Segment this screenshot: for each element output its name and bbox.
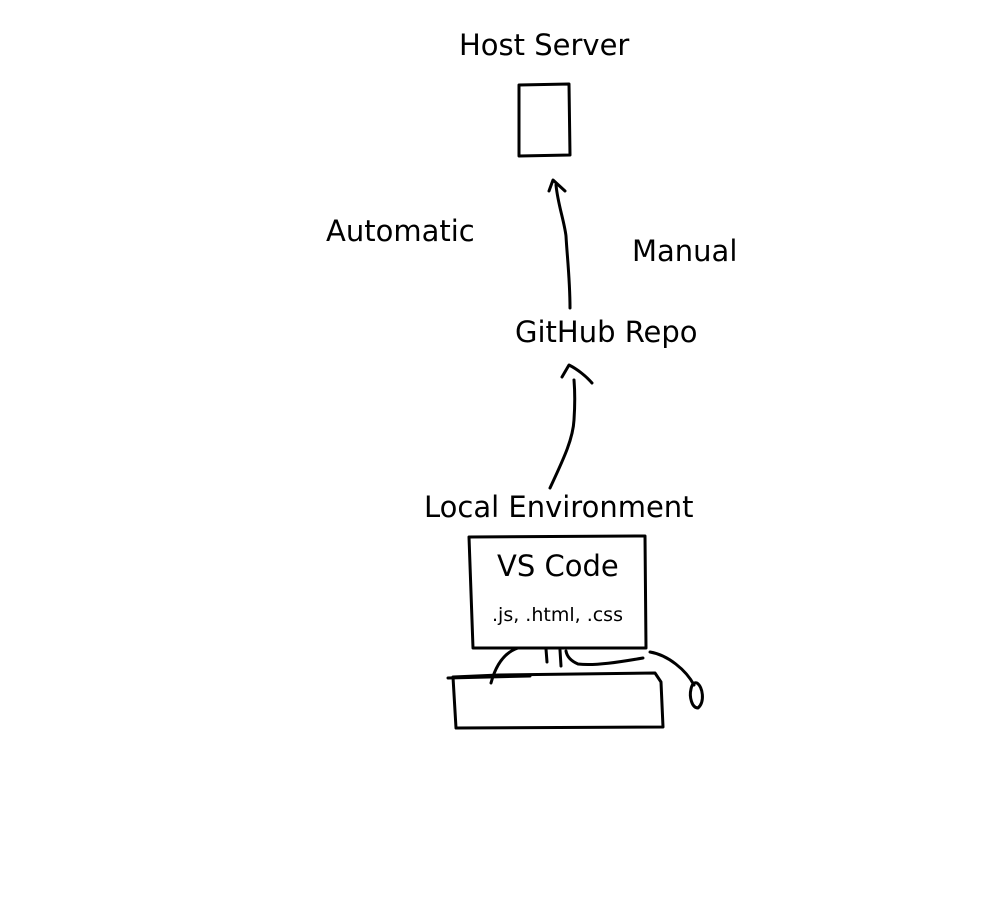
keyboard-outline <box>451 671 665 730</box>
monitor-stand-left <box>544 647 549 664</box>
arrow-local-to-repo-head <box>560 363 594 385</box>
arrow-repo-to-server-head <box>547 178 567 193</box>
host-server-label: Host Server <box>459 28 630 62</box>
vs-code-label: VS Code <box>497 549 619 583</box>
mouse-cable <box>648 650 696 687</box>
github-repo-label: GitHub Repo <box>515 315 698 349</box>
arrow-repo-to-server <box>554 183 572 310</box>
monitor-outline <box>467 534 648 650</box>
mouse-icon <box>688 681 704 710</box>
monitor-stand-right <box>558 648 563 668</box>
automatic-label: Automatic <box>326 214 475 248</box>
file-types-label: .js, .html, .css <box>492 604 623 626</box>
host-server-box <box>517 82 572 158</box>
arrow-local-to-repo <box>548 378 577 490</box>
manual-label: Manual <box>632 234 738 268</box>
local-environment-label: Local Environment <box>424 490 694 524</box>
monitor-cable-left <box>489 646 520 685</box>
monitor-cable-right <box>564 649 645 667</box>
keyboard-top-edge <box>446 674 532 680</box>
